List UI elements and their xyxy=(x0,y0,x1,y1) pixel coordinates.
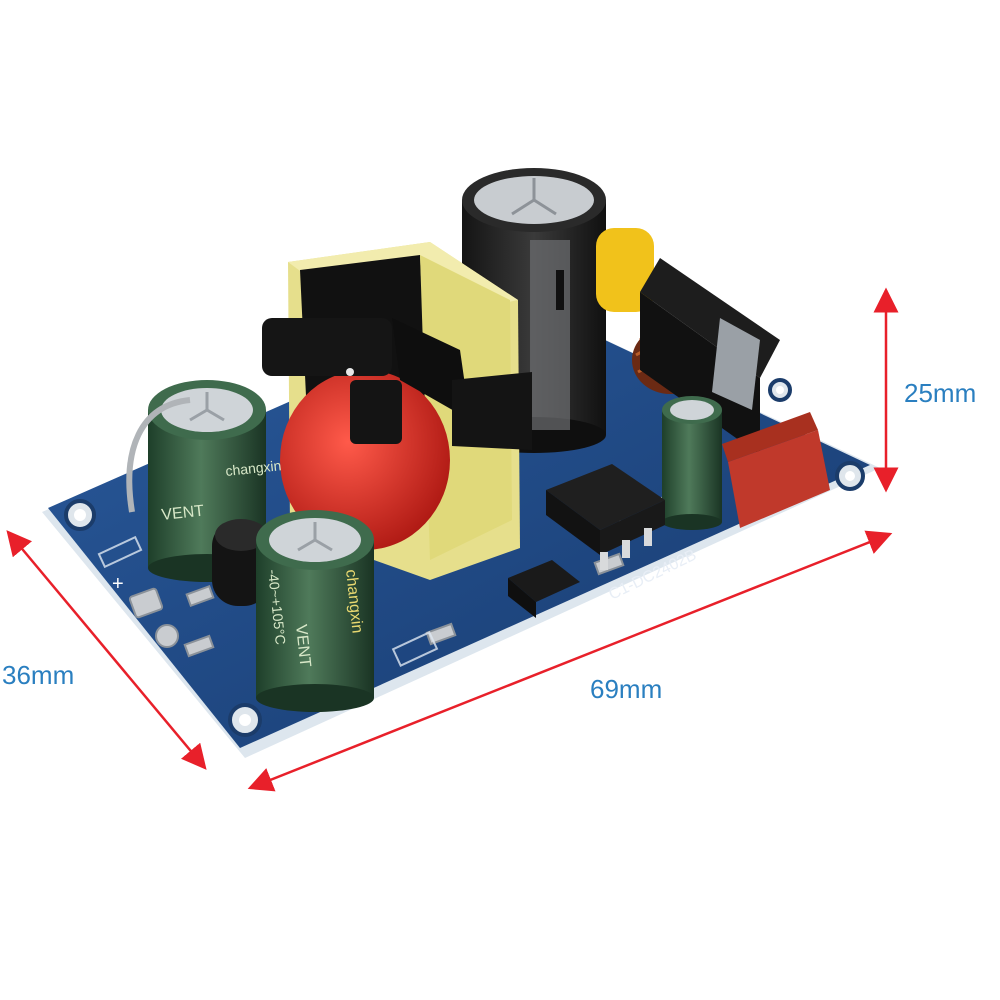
width-dimension-label: 36mm xyxy=(2,660,75,690)
dimension-arrows xyxy=(6,287,899,792)
length-dimension-label: 69mm xyxy=(590,674,663,704)
power-transistor xyxy=(640,258,780,455)
transformer xyxy=(262,242,532,580)
width-dimension-arrow xyxy=(6,530,207,770)
pin-plus-label: + xyxy=(112,573,124,595)
small-capacitor-right xyxy=(662,396,722,530)
y-capacitor xyxy=(596,228,654,312)
length-dimension-arrow xyxy=(247,530,893,792)
cap-left-vent: VENT xyxy=(161,503,205,524)
fuse xyxy=(722,412,830,528)
jumper-wire xyxy=(126,397,191,513)
cap-left-brand: changxin xyxy=(225,457,282,479)
output-capacitor-front: VENT changxin -40~+105°C xyxy=(256,510,374,712)
height-dimension-label: 25mm xyxy=(904,378,977,408)
